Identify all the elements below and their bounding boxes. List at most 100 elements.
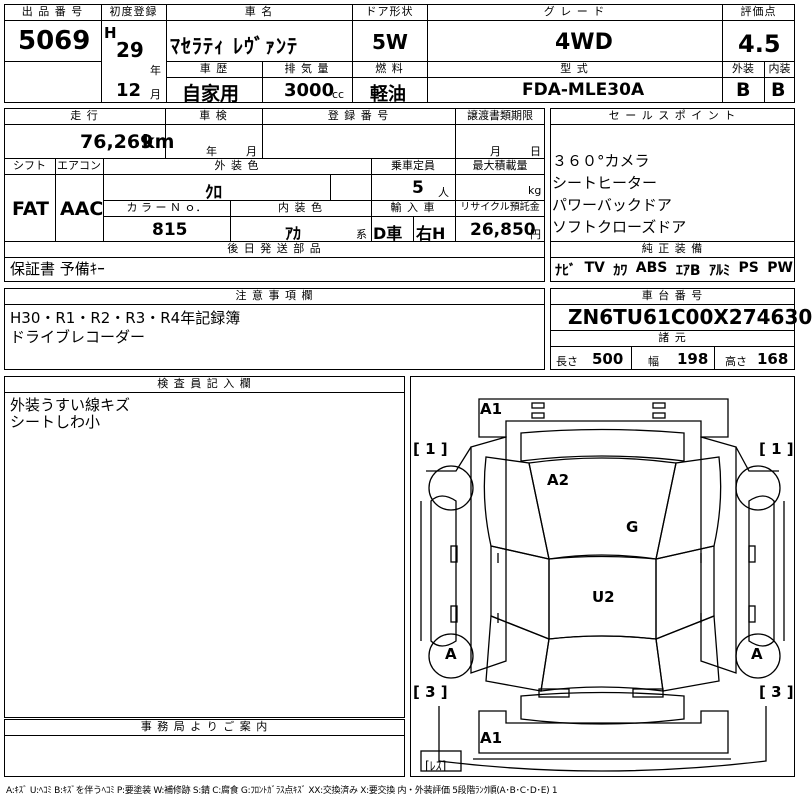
- damage-mark: U2: [592, 588, 615, 606]
- color-no: 815: [152, 220, 188, 240]
- inspector-label: 検 査 員 記 入 欄: [157, 377, 252, 390]
- later-parts: 保証書 予備ｷｰ: [10, 260, 105, 278]
- notes-line: ドライブレコーダー: [10, 328, 146, 346]
- damage-mark: A: [445, 645, 457, 663]
- lot-label: 出 品 番 号: [21, 5, 84, 18]
- color-no-label: カ ラ ー Ｎ ｏ．: [126, 201, 207, 214]
- ext-color: ｸﾛ: [205, 183, 222, 203]
- sales-point: シートヒーター: [552, 174, 658, 192]
- recycle: 26,850: [470, 220, 536, 240]
- inspector-line: シートしわ小: [10, 413, 101, 431]
- inspection-month-unit: 月: [246, 145, 257, 158]
- import-label: 輸 入 車: [390, 201, 436, 214]
- equipment-item: ｱﾙﾐ: [709, 263, 730, 279]
- damage-mark: A: [751, 645, 763, 663]
- steering: 右H: [416, 224, 446, 243]
- interior-grade: B: [771, 79, 786, 101]
- transfer-day-unit: 日: [530, 145, 541, 158]
- ext-color-label: 外 装 色: [214, 159, 260, 172]
- equipment-item: PW: [767, 260, 793, 276]
- damage-mark: A2: [547, 471, 570, 489]
- door-label: ドア形状: [365, 5, 414, 18]
- history-label: 車 歴: [199, 62, 229, 75]
- equipment-item: ﾅﾋﾞ: [555, 263, 576, 279]
- displacement: 3000: [284, 80, 335, 101]
- capacity-label: 乗車定員: [391, 159, 435, 172]
- int-color: ｱｶ: [285, 224, 302, 243]
- sales-point: ３６０°カメラ: [552, 152, 650, 170]
- side-label-right-bottom: [ 3 ]: [759, 683, 794, 701]
- notes-block: [4, 288, 545, 370]
- shift-label: シフト: [13, 159, 46, 172]
- inspection-year-unit: 年: [206, 145, 217, 158]
- damage-mark: A1: [480, 400, 503, 418]
- equipment-label: 純 正 装 備: [641, 242, 704, 255]
- ac-label: エアコン: [57, 159, 101, 172]
- car-name-label: 車 名: [244, 5, 274, 18]
- capacity-unit: 人: [438, 186, 449, 199]
- equipment-item: PS: [738, 260, 759, 276]
- int-color-label: 内 装 色: [278, 201, 323, 214]
- model-label: 型 式: [560, 62, 589, 75]
- displacement-label: 排 気 量: [284, 62, 330, 75]
- transfer-month-unit: 月: [490, 145, 501, 158]
- max-load-label: 最大積載量: [472, 159, 528, 172]
- int-color-suffix: 系: [356, 228, 367, 241]
- dims-label: 諸 元: [658, 331, 687, 344]
- model: FDA-MLE30A: [522, 80, 645, 100]
- office-label: 事 務 局 よ り ご 案 内: [140, 720, 269, 733]
- notes-label: 注 意 事 項 欄: [235, 289, 314, 302]
- score: 4.5: [738, 30, 781, 58]
- les-label: [ﾚｽ]: [425, 759, 447, 773]
- shift: FAT: [12, 198, 49, 220]
- transfer-label: 譲渡書類期限: [467, 109, 533, 122]
- exterior-grade: B: [736, 79, 751, 101]
- mileage-label: 走 行: [70, 109, 99, 122]
- length-label: 長さ: [556, 355, 578, 368]
- equipment-item: ABS: [635, 260, 668, 276]
- width: 198: [677, 350, 709, 368]
- ac: AAC: [60, 198, 104, 220]
- height: 168: [757, 350, 789, 368]
- sales-point: ソフトクローズドア: [552, 218, 687, 236]
- sales-point: パワーバックドア: [552, 196, 672, 214]
- reg-year-unit: 年: [150, 64, 161, 77]
- office-block: [4, 719, 405, 777]
- equipment-item: ｴｱB: [675, 263, 701, 279]
- inspector-block: [4, 376, 405, 718]
- reg-month: 12: [116, 80, 142, 101]
- history: 自家用: [182, 83, 240, 105]
- interior-label: 内装: [768, 62, 791, 75]
- equipment-item: ｶﾜ: [613, 263, 628, 279]
- door: 5W: [372, 30, 408, 54]
- era: H: [104, 24, 117, 42]
- grade: 4WD: [555, 30, 613, 55]
- car-diagram: A1 A2 G U2 A A A1 [ 1 ] [ 1 ] [ 3 ] [ 3 …: [410, 376, 795, 777]
- mileage-unit: km: [142, 131, 175, 153]
- equipment-item: TV: [584, 260, 605, 276]
- chassis-number: ZN6TU61C00X274630: [568, 305, 812, 329]
- recycle-label: リサイクル預託金: [460, 202, 540, 213]
- chassis-block: [550, 288, 795, 370]
- notes-line: H30・R1・R2・R3・R4年記録簿: [10, 309, 241, 327]
- details-block: [4, 108, 545, 282]
- later-parts-label: 後 日 発 送 部 品: [227, 242, 322, 255]
- sales-block: [550, 108, 795, 282]
- length: 500: [592, 350, 624, 368]
- score-label: 評価点: [740, 5, 777, 18]
- legend: A:ｷｽﾞ U:ﾍｺﾐ B:ｷｽﾞを伴うﾍｺﾐ P:要塗装 W:補修跡 S:錆 …: [6, 786, 558, 796]
- header-block: [4, 4, 795, 103]
- fuel: 軽油: [370, 84, 406, 105]
- reg-month-unit: 月: [150, 88, 161, 101]
- grade-label: グ レ ー ド: [543, 5, 606, 18]
- inspection-label: 車 検: [199, 109, 228, 122]
- chassis-label: 車 台 番 号: [641, 289, 704, 302]
- recycle-unit: 円: [530, 228, 541, 241]
- displacement-unit: cc: [332, 88, 345, 101]
- reg-year: 29: [116, 38, 144, 62]
- sales-label: セ ー ル ス ポ イ ン ト: [608, 109, 737, 122]
- side-label-left-top: [ 1 ]: [413, 440, 448, 458]
- damage-mark: A1: [480, 729, 503, 747]
- side-label-left-bottom: [ 3 ]: [413, 683, 448, 701]
- exterior-label: 外装: [732, 62, 754, 75]
